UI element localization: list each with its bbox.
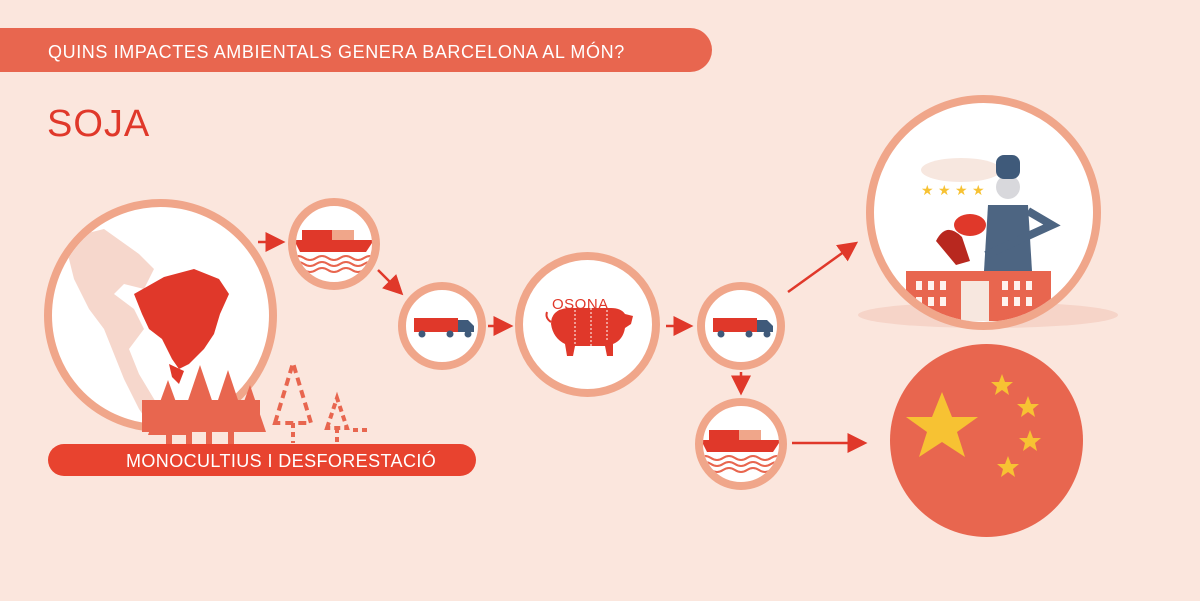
arrow-icon bbox=[787, 241, 859, 294]
truck-circle-2 bbox=[697, 282, 785, 370]
cargo-ship-icon bbox=[296, 230, 372, 273]
osona-circle bbox=[515, 252, 660, 397]
truck-icon bbox=[414, 318, 474, 338]
page-title: SOJA bbox=[47, 103, 151, 145]
header-banner: QUINS IMPACTES AMBIENTALS GENERA BARCELO… bbox=[0, 28, 712, 72]
ship-circle-2 bbox=[695, 398, 787, 490]
truck-circle-1 bbox=[398, 282, 486, 370]
globe-circle bbox=[44, 199, 277, 432]
impact-label-text: MONOCULTIUS I DESFORESTACIÓ bbox=[126, 451, 437, 471]
restaurant-circle: ★ ★ ★ ★ bbox=[866, 95, 1101, 330]
pig-icon bbox=[545, 308, 633, 356]
china-flag-icon bbox=[890, 344, 1083, 537]
header-question: QUINS IMPACTES AMBIENTALS GENERA BARCELO… bbox=[48, 42, 625, 62]
deforested-trees-icon bbox=[272, 356, 367, 443]
restaurant-chef-icon: ★ ★ ★ ★ bbox=[906, 155, 1061, 321]
svg-text:★ ★ ★ ★: ★ ★ ★ ★ bbox=[921, 183, 985, 199]
region-label: OSONA bbox=[552, 296, 609, 313]
ship-circle-1 bbox=[288, 198, 380, 290]
truck-icon bbox=[713, 318, 773, 338]
impact-label: MONOCULTIUS I DESFORESTACIÓ bbox=[48, 444, 476, 476]
arrow-icon bbox=[377, 269, 404, 296]
forest-icon bbox=[142, 365, 266, 446]
cargo-ship-icon bbox=[703, 430, 779, 473]
globe-brazil-icon bbox=[64, 229, 229, 424]
